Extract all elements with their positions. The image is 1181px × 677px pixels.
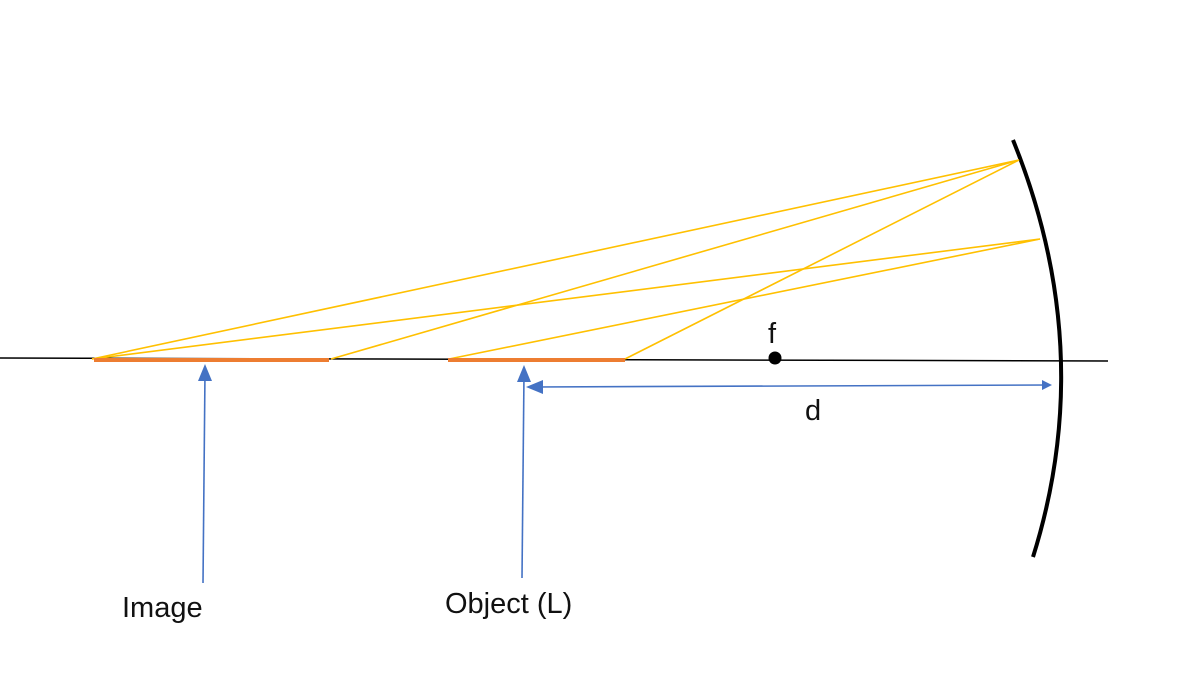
image-label: Image bbox=[122, 592, 203, 624]
focal-point-label: f bbox=[768, 318, 777, 350]
distance-arrow-left-head bbox=[526, 380, 543, 394]
concave-mirror bbox=[1011, 139, 1064, 558]
object-pointer-arrowhead bbox=[517, 365, 531, 382]
ray-image-left-upper bbox=[91, 159, 1020, 360]
ray-group bbox=[91, 159, 1041, 360]
ray-object-right bbox=[624, 159, 1020, 360]
distance-label: d bbox=[805, 395, 821, 427]
focal-point-dot bbox=[768, 351, 782, 365]
image-pointer-arrow bbox=[202, 371, 206, 584]
object-pointer-arrow bbox=[521, 372, 525, 579]
image-pointer-arrowhead bbox=[198, 364, 212, 381]
ray-image-left-lower bbox=[91, 238, 1041, 360]
ray-image-right bbox=[330, 159, 1020, 360]
object-label: Object (L) bbox=[445, 588, 572, 620]
distance-arrow bbox=[532, 380, 1052, 391]
